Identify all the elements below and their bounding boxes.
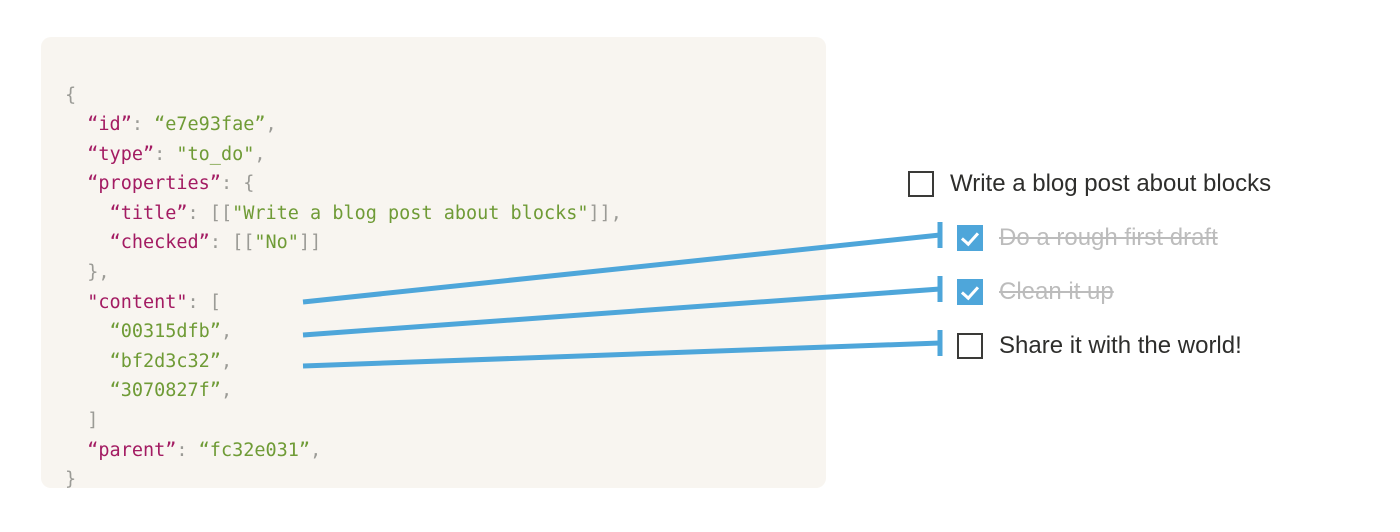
code-line-parent: “parent”: “fc32e031”, [87,439,322,461]
json-code-block[interactable]: { “id”: “e7e93fae”, “type”: "to_do", “pr… [65,81,622,495]
code-line-properties: “properties”: { [87,173,255,195]
code-line-child-3: “3070827f”, [109,380,233,402]
todo-row[interactable]: Clean it up [957,274,1338,310]
todo-label: Share it with the world! [999,332,1242,359]
todo-row[interactable]: Write a blog post about blocks [908,166,1338,202]
checkbox-unchecked-icon[interactable] [908,171,934,197]
json-code-panel: { “id”: “e7e93fae”, “type”: "to_do", “pr… [41,37,826,490]
todo-label: Clean it up [999,278,1114,305]
code-line-content: "content": [ [87,291,221,313]
code-line-open-brace: { [65,84,77,106]
todo-checklist: Write a blog post about blocks Do a rough… [908,166,1338,364]
todo-label: Do a rough first draft [999,224,1218,251]
code-line-close-props: }, [65,262,110,284]
code-line-close-brace: } [65,469,77,491]
code-line-child-2: “bf2d3c32”, [109,350,233,372]
checkbox-unchecked-icon[interactable] [957,333,983,359]
code-line-id: “id”: “e7e93fae”, [87,114,277,136]
code-line-child-1: “00315dfb”, [109,321,233,343]
code-line-type: “type”: "to_do", [87,143,266,165]
checkbox-checked-icon[interactable] [957,279,983,305]
todo-label: Write a blog post about blocks [950,170,1272,197]
code-line-title: “title”: [["Write a blog post about bloc… [109,202,622,224]
todo-row[interactable]: Share it with the world! [957,328,1338,364]
checkbox-checked-icon[interactable] [957,225,983,251]
todo-row[interactable]: Do a rough first draft [957,220,1338,256]
code-line-checked: “checked”: [["No"]] [109,232,322,254]
code-line-close-array: ] [65,410,99,432]
